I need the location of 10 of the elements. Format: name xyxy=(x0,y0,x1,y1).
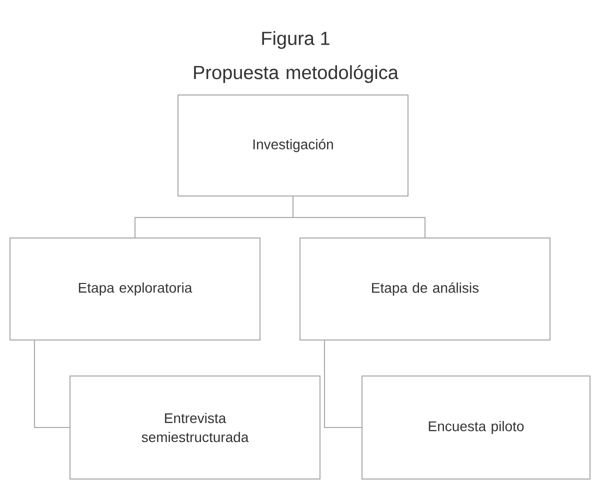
process-box: Etapa de análisis xyxy=(300,238,550,340)
process-box: Investigación xyxy=(178,94,408,196)
connector-line xyxy=(292,196,426,238)
process-box: Etapa exploratoria xyxy=(10,238,260,340)
process-box: Encuesta piloto xyxy=(362,376,590,480)
figure-title: Propuesta metodológica xyxy=(194,65,398,83)
figure-number: Figura 1 xyxy=(262,31,330,49)
process-box: Entrevista semiestructurada xyxy=(70,376,320,480)
connector-line xyxy=(34,340,70,428)
connector-line xyxy=(324,340,362,428)
